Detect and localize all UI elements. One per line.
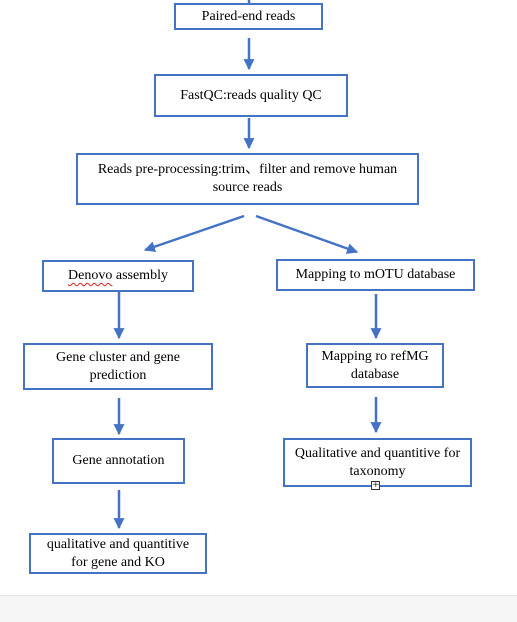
box-qualitative-taxonomy: Qualitative and quantitive for taxonomy [283, 438, 472, 487]
spellcheck-word-denovo: Denovo [68, 268, 113, 283]
label-assembly: assembly [112, 268, 168, 283]
label-qualitative-taxonomy: Qualitative and quantitive for taxonomy [294, 445, 461, 479]
box-paired-end-reads: Paired-end reads [174, 3, 323, 30]
label-denovo-assembly: Denovo assembly [68, 267, 168, 285]
bottom-strip [0, 595, 517, 622]
label-mapping-motu: Mapping to mOTU database [295, 267, 456, 282]
box-mapping-refmg: Mapping ro refMG database [306, 343, 444, 388]
plus-square-icon[interactable]: + [371, 480, 380, 490]
box-fastqc: FastQC:reads quality QC [154, 74, 348, 117]
label-paired-end-reads: Paired-end reads [201, 8, 296, 24]
label-mapping-refmg: Mapping ro refMG database [321, 348, 429, 382]
label-preprocessing: Reads pre-processing:trim、filter and rem… [97, 162, 398, 195]
box-gene-cluster: Gene cluster and gene prediction [23, 343, 213, 390]
box-gene-annotation: Gene annotation [52, 438, 185, 484]
label-gene-annotation: Gene annotation [72, 453, 165, 468]
label-qualitative-gene-ko: qualitative and quantitive for gene and … [46, 536, 190, 570]
label-fastqc: FastQC:reads quality QC [180, 87, 322, 103]
arrow-preprocessing-to-denovo [143, 214, 245, 252]
label-gene-cluster: Gene cluster and gene prediction [56, 349, 180, 383]
box-denovo-assembly: Denovo assembly [42, 260, 194, 292]
box-qualitative-gene-ko: qualitative and quantitive for gene and … [29, 533, 207, 574]
box-preprocessing: Reads pre-processing:trim、filter and rem… [76, 153, 419, 205]
arrow-preprocessing-to-motu [255, 214, 359, 254]
box-mapping-motu: Mapping to mOTU database [276, 259, 475, 291]
